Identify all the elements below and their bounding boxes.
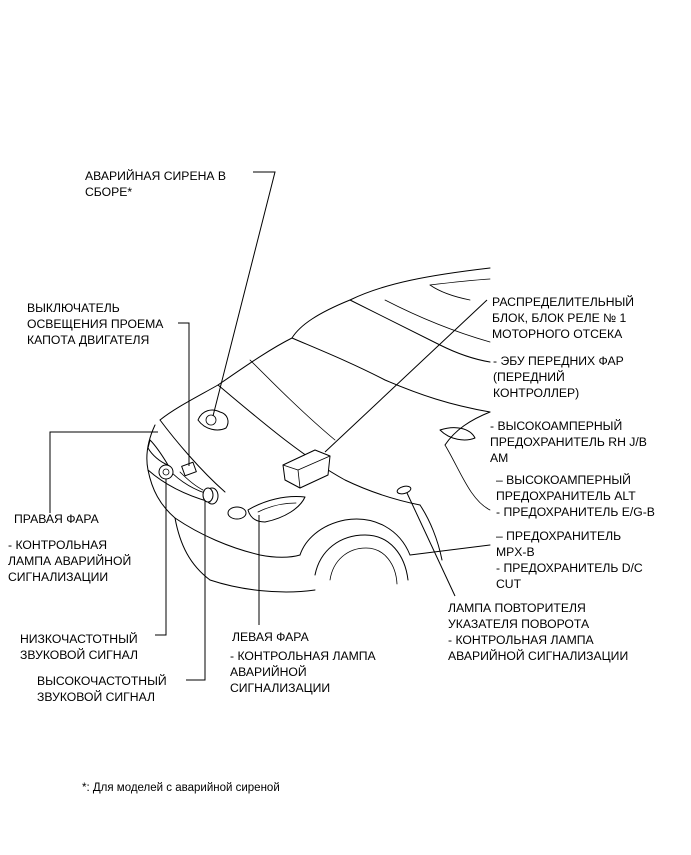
label-fuse-dccut-line-1: - ПРЕДОХРАНИТЕЛЬ D/C xyxy=(496,561,643,575)
label-turn-repeater: ЛАМПА ПОВТОРИТЕЛЯ УКАЗАТЕЛЯ ПОВОРОТА - К… xyxy=(448,600,628,664)
label-left-headlight-title-text: ЛЕВАЯ ФАРА xyxy=(232,630,309,644)
label-left-headlight-sub: - КОНТРОЛЬНАЯ ЛАМПА АВАРИЙНОЙ СИГНАЛИЗАЦ… xyxy=(230,648,376,696)
label-low-horn-line-2: ЗВУКОВОЙ СИГНАЛ xyxy=(20,648,138,662)
label-headlight-ecu: - ЭБУ ПЕРЕДНИХ ФАР (ПЕРЕДНИЙ КОНТРОЛЛЕР) xyxy=(493,353,624,401)
label-high-horn-line-2: ЗВУКОВОЙ СИГНАЛ xyxy=(37,690,155,704)
label-fuse-mpxb-line-1: – ПРЕДОХРАНИТЕЛЬ xyxy=(496,529,622,543)
leader-right-headlight xyxy=(49,431,158,513)
label-hood-switch-line-1: ВЫКЛЮЧАТЕЛЬ xyxy=(27,301,120,315)
label-right-headlight-sub-line-2: ЛАМПА АВАРИЙНОЙ xyxy=(8,554,132,568)
label-junction-block-line-1: РАСПРЕДЕЛИТЕЛЬНЫЙ xyxy=(492,295,635,309)
leader-lines xyxy=(49,171,488,681)
label-siren-line-1: АВАРИЙНАЯ СИРЕНА В xyxy=(85,169,227,183)
label-junction-block-line-2: БЛОК, БЛОК РЕЛЕ № 1 xyxy=(492,311,627,325)
label-hood-switch-line-3: КАПОТА ДВИГАТЕЛЯ xyxy=(27,333,150,347)
label-turn-repeater-line-2: УКАЗАТЕЛЯ ПОВОРОТА xyxy=(448,617,590,631)
label-fuse-dccut: - ПРЕДОХРАНИТЕЛЬ D/C CUT xyxy=(496,560,643,592)
label-right-headlight-sub: - КОНТРОЛЬНАЯ ЛАМПА АВАРИЙНОЙ СИГНАЛИЗАЦ… xyxy=(8,537,131,585)
label-fuse-dccut-line-2: CUT xyxy=(496,577,522,591)
leader-low-horn xyxy=(155,479,167,636)
label-right-headlight-sub-line-1: - КОНТРОЛЬНАЯ xyxy=(8,538,108,552)
car-illustration xyxy=(146,267,491,593)
leader-junction-block xyxy=(324,299,488,453)
label-fuse-egb: - ПРЕДОХРАНИТЕЛЬ E/G-B xyxy=(496,504,655,520)
label-headlight-ecu-line-2: (ПЕРЕДНИЙ xyxy=(493,370,565,384)
label-fuse-egb-line-1: - ПРЕДОХРАНИТЕЛЬ E/G-B xyxy=(496,505,655,519)
label-low-horn-line-1: НИЗКОЧАСТОТНЫЙ xyxy=(20,632,138,646)
label-turn-repeater-line-1: ЛАМПА ПОВТОРИТЕЛЯ xyxy=(448,601,586,615)
label-fuse-rhjb-line-2: ПРЕДОХРАНИТЕЛЬ RH J/B xyxy=(490,435,647,449)
label-right-headlight-sub-line-3: СИГНАЛИЗАЦИИ xyxy=(8,570,109,584)
label-fuse-mpxb-line-2: MPX-B xyxy=(496,545,535,559)
label-turn-repeater-line-4: АВАРИЙНОЙ СИГНАЛИЗАЦИИ xyxy=(448,649,629,663)
label-left-headlight-sub-line-1: - КОНТРОЛЬНАЯ ЛАМПА xyxy=(230,649,376,663)
leader-hood-switch xyxy=(178,322,190,466)
label-hood-switch: ВЫКЛЮЧАТЕЛЬ ОСВЕЩЕНИЯ ПРОЕМА КАПОТА ДВИГ… xyxy=(27,300,163,348)
leader-siren xyxy=(212,171,276,417)
label-junction-block-line-3: МОТОРНОГО ОТСЕКА xyxy=(492,327,623,341)
label-fuse-rhjb-line-1: - ВЫСОКОАМПЕРНЫЙ xyxy=(490,419,623,433)
label-fuse-mpxb: – ПРЕДОХРАНИТЕЛЬ MPX-B xyxy=(496,528,621,560)
label-hood-switch-line-2: ОСВЕЩЕНИЯ ПРОЕМА xyxy=(27,317,164,331)
label-junction-block: РАСПРЕДЕЛИТЕЛЬНЫЙ БЛОК, БЛОК РЕЛЕ № 1 МО… xyxy=(492,294,634,342)
label-left-headlight-title: ЛЕВАЯ ФАРА xyxy=(232,629,309,645)
label-right-headlight-title-text: ПРАВАЯ ФАРА xyxy=(14,512,99,526)
label-siren: АВАРИЙНАЯ СИРЕНА В СБОРЕ* xyxy=(85,168,226,200)
label-fuse-alt-line-1: – ВЫСОКОАМПЕРНЫЙ xyxy=(496,473,631,487)
leader-high-horn xyxy=(186,501,206,681)
label-high-horn: ВЫСОКОЧАСТОТНЫЙ ЗВУКОВОЙ СИГНАЛ xyxy=(37,673,167,705)
label-right-headlight-title: ПРАВАЯ ФАРА xyxy=(14,511,99,527)
label-high-horn-line-1: ВЫСОКОЧАСТОТНЫЙ xyxy=(37,674,167,688)
label-headlight-ecu-line-1: - ЭБУ ПЕРЕДНИХ ФАР xyxy=(493,354,624,368)
footnote: *: Для моделей с аварийной сиреной xyxy=(82,782,280,794)
label-fuse-alt: – ВЫСОКОАМПЕРНЫЙ ПРЕДОХРАНИТЕЛЬ ALT xyxy=(496,472,636,504)
label-left-headlight-sub-line-3: СИГНАЛИЗАЦИИ xyxy=(230,681,331,695)
label-fuse-rhjb-line-3: AM xyxy=(490,451,509,465)
label-siren-line-2: СБОРЕ* xyxy=(85,185,133,199)
label-fuse-alt-line-2: ПРЕДОХРАНИТЕЛЬ ALT xyxy=(496,489,636,503)
label-low-horn: НИЗКОЧАСТОТНЫЙ ЗВУКОВОЙ СИГНАЛ xyxy=(20,631,138,663)
leader-turn-repeater xyxy=(406,492,456,597)
label-headlight-ecu-line-3: КОНТРОЛЛЕР) xyxy=(493,386,580,400)
label-left-headlight-sub-line-2: АВАРИЙНОЙ xyxy=(230,665,307,679)
label-fuse-rhjb: - ВЫСОКОАМПЕРНЫЙ ПРЕДОХРАНИТЕЛЬ RH J/B A… xyxy=(490,418,647,466)
label-turn-repeater-line-3: - КОНТРОЛЬНАЯ ЛАМПА xyxy=(448,633,594,647)
